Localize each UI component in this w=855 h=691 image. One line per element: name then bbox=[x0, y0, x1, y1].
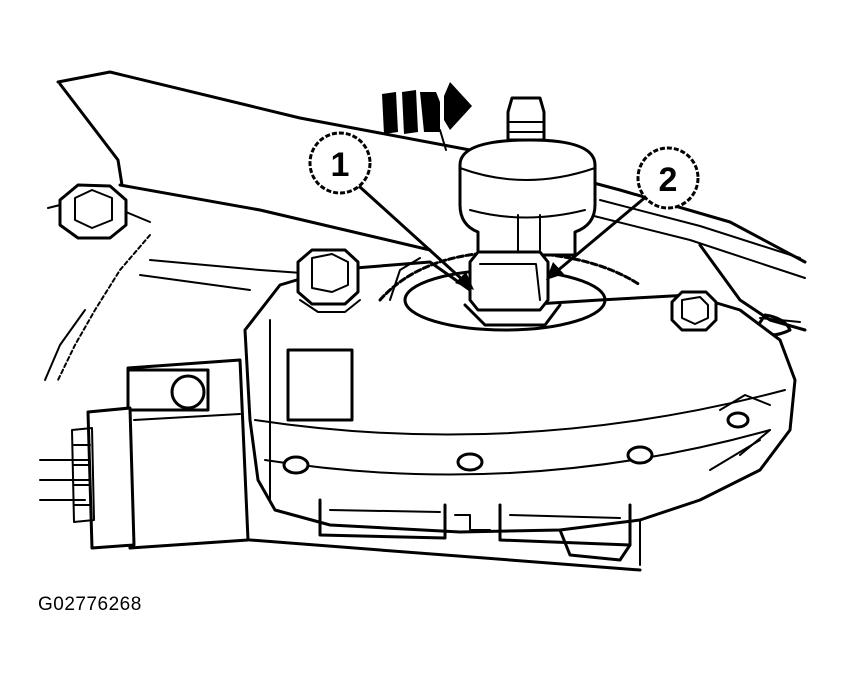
figure-id: G02776268 bbox=[38, 594, 142, 615]
callout-2: 2 bbox=[636, 146, 700, 210]
callout-1: 1 bbox=[308, 131, 372, 195]
center-flange-nut bbox=[296, 248, 361, 313]
lower-ribs bbox=[248, 498, 642, 572]
valve-body bbox=[243, 260, 797, 534]
right-flange-nut bbox=[670, 290, 718, 332]
solenoid-assembly bbox=[458, 96, 597, 327]
left-flange-nut bbox=[47, 183, 151, 240]
callout-2-label: 2 bbox=[659, 161, 678, 199]
front-arrow-icon bbox=[382, 82, 472, 151]
electrical-connector bbox=[71, 358, 250, 550]
callout-1-label: 1 bbox=[331, 146, 350, 184]
left-housing-edge bbox=[39, 234, 151, 501]
callout-leaders bbox=[348, 176, 662, 290]
